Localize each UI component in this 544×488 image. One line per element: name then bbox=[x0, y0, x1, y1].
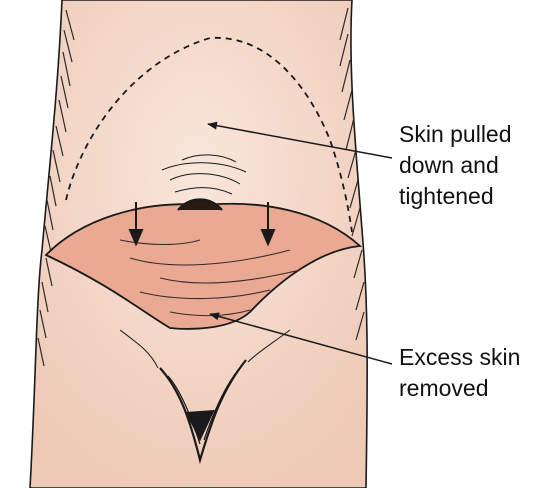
callout-skin-pulled: Skin pulled down and tightened bbox=[399, 119, 512, 212]
callout-excess-skin: Excess skin removed bbox=[399, 342, 520, 404]
callout-skin-pulled-line-3: tightened bbox=[399, 181, 512, 212]
callout-excess-skin-line-2: removed bbox=[399, 373, 520, 404]
callout-excess-skin-line-1: Excess skin bbox=[399, 342, 520, 373]
callout-skin-pulled-line-2: down and bbox=[399, 150, 512, 181]
callout-skin-pulled-line-1: Skin pulled bbox=[399, 119, 512, 150]
